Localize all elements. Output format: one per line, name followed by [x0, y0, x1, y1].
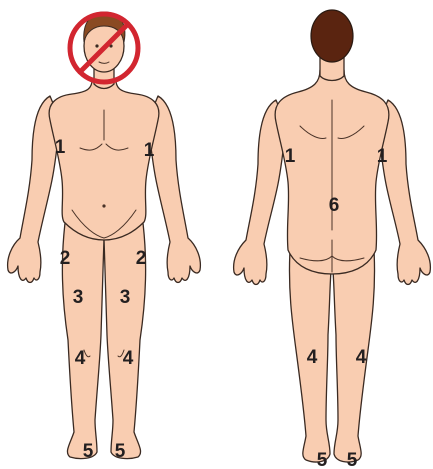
back-right-leg: [332, 250, 375, 462]
front-torso: [49, 80, 159, 240]
zone-label: 4: [307, 347, 318, 368]
zone-label: 1: [55, 137, 66, 158]
zone-label: 4: [356, 347, 367, 368]
zone-label: 5: [347, 450, 358, 469]
zone-label: 2: [60, 248, 71, 269]
front-body-figure: [8, 12, 201, 459]
zone-label: 6: [329, 195, 340, 216]
back-body-figure: [234, 10, 431, 462]
zone-label: 5: [317, 450, 328, 469]
navel: [102, 204, 105, 207]
zone-label: 1: [285, 146, 296, 167]
zone-label: 1: [144, 140, 155, 161]
zone-label: 4: [123, 348, 134, 369]
zone-label: 3: [120, 287, 131, 308]
zone-label: 4: [75, 348, 86, 369]
zone-label: 2: [136, 248, 147, 269]
back-head-hair: [311, 10, 353, 62]
front-eye-right: [95, 44, 98, 47]
zone-label: 3: [73, 287, 84, 308]
zone-label: 5: [83, 441, 94, 462]
zone-label: 1: [377, 146, 388, 167]
zone-label: 5: [115, 441, 126, 462]
